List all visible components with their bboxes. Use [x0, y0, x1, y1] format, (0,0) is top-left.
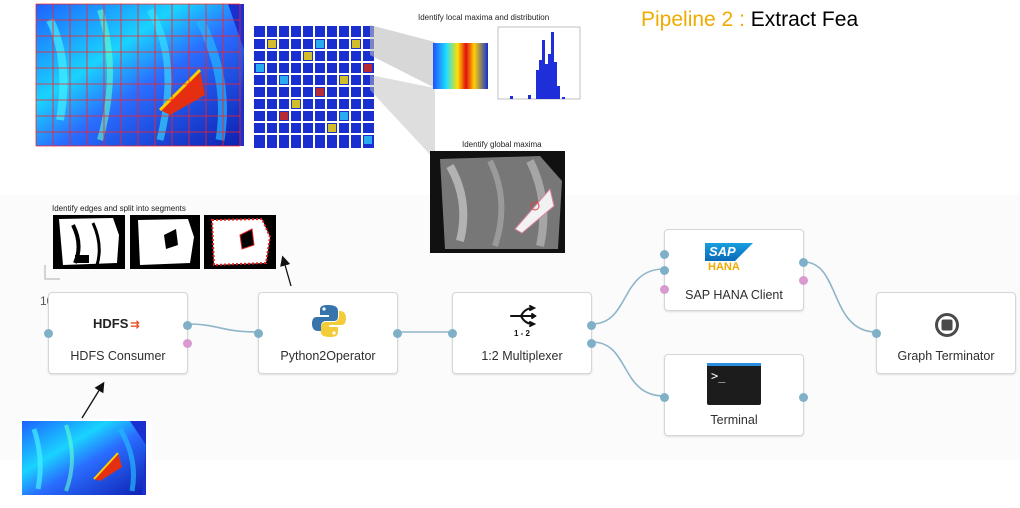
- graph-terminator-label: Graph Terminator: [897, 349, 995, 363]
- terminal-label: Terminal: [710, 413, 758, 427]
- link-hdfs-python: [185, 323, 259, 333]
- edge-segment-image-2: [130, 215, 200, 269]
- link-mux-terminal: [591, 341, 665, 397]
- hdfs-icon: HDFS⇉: [93, 316, 140, 331]
- terminal-input-port[interactable]: [660, 393, 669, 402]
- selection-bracket: [44, 265, 60, 280]
- node-graph-terminator[interactable]: Graph Terminator: [872, 292, 1016, 374]
- python-output-port[interactable]: [393, 329, 402, 338]
- title-prefix: Pipeline 2 :: [641, 8, 751, 31]
- histogram-image: [490, 24, 586, 108]
- terminal-output-port[interactable]: [799, 393, 808, 402]
- hana-logo-text: HANA: [708, 261, 740, 273]
- node-terminal[interactable]: >_ Terminal: [660, 354, 808, 436]
- link-hana-terminator: [803, 261, 877, 333]
- terminal-icon-text: >_: [711, 369, 726, 383]
- hana-output-error-port[interactable]: [799, 276, 808, 285]
- terminator-input-port[interactable]: [872, 329, 881, 338]
- sap-logo-text: SAP: [709, 244, 736, 259]
- caption-local-maxima: Identify local maxima and distribution: [418, 13, 550, 22]
- edge-segment-image-3: [204, 215, 276, 269]
- python2operator-label: Python2Operator: [280, 349, 376, 363]
- terminal-icon: >_: [707, 363, 761, 405]
- page-title: Pipeline 2 : Extract Fea: [641, 8, 858, 32]
- node-python2operator[interactable]: Python2Operator: [254, 292, 402, 374]
- node-multiplexer[interactable]: 1 - 2 1:2 Multiplexer: [448, 292, 596, 374]
- node-sap-hana-client[interactable]: SAP HANA SAP HANA Client: [660, 229, 808, 311]
- hana-error-port[interactable]: [660, 285, 669, 294]
- arrow-python-to-edges: [280, 255, 292, 287]
- hana-input-port-1[interactable]: [660, 250, 669, 259]
- node-hdfs-consumer[interactable]: HDFS⇉ HDFS Consumer: [44, 292, 192, 374]
- hdfs-consumer-label: HDFS Consumer: [70, 349, 166, 363]
- hana-output-port[interactable]: [799, 258, 808, 267]
- python-icon: [312, 305, 346, 337]
- caption-edges: Identify edges and split into segments: [52, 204, 186, 213]
- stop-icon: [935, 313, 959, 337]
- hdfs-input-port[interactable]: [44, 329, 53, 338]
- multiplexer-icon-text: 1 - 2: [513, 329, 530, 338]
- heatmap-grid-image: [30, 0, 255, 180]
- input-heatmap-image: [20, 419, 152, 505]
- mux-output-port-2[interactable]: [587, 339, 596, 348]
- patch-grid-image: [254, 26, 374, 148]
- python-input-port[interactable]: [254, 329, 263, 338]
- zoom-funnel-top: [370, 25, 435, 160]
- sap-hana-icon: SAP HANA: [705, 243, 753, 275]
- multiplexer-icon: [510, 305, 537, 327]
- title-text: Extract Fea: [750, 8, 859, 31]
- hdfs-output-port[interactable]: [183, 321, 192, 330]
- edge-segment-image-1: [53, 215, 125, 269]
- link-mux-hana: [591, 268, 665, 325]
- global-maxima-image: [430, 151, 565, 253]
- hdfs-icon-text: HDFS: [93, 316, 129, 331]
- caption-global-maxima: Identify global maxima: [462, 140, 542, 149]
- hdfs-error-port[interactable]: [183, 339, 192, 348]
- arrow-input-to-hdfs: [81, 381, 105, 419]
- mux-input-port[interactable]: [448, 329, 457, 338]
- hana-input-port-2[interactable]: [660, 266, 669, 275]
- mux-output-port-1[interactable]: [587, 321, 596, 330]
- local-patch-image: [433, 43, 488, 89]
- multiplexer-label: 1:2 Multiplexer: [481, 349, 563, 363]
- sap-hana-client-label: SAP HANA Client: [685, 288, 783, 302]
